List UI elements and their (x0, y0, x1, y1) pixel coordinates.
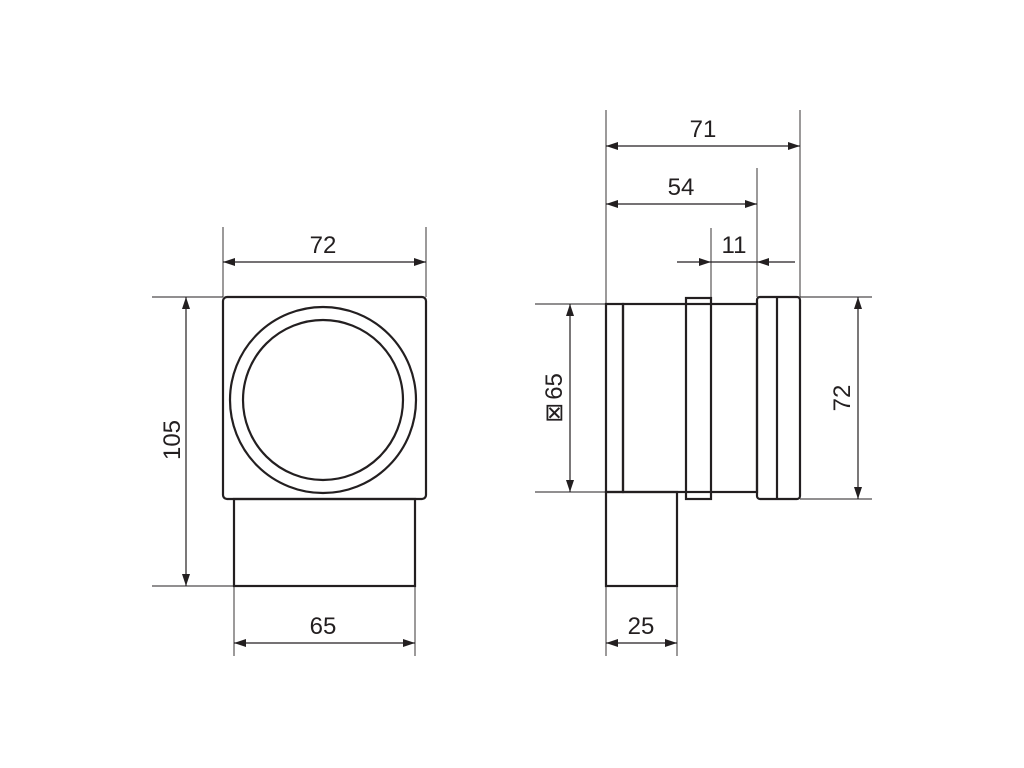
side-view: 71 54 11 ⊠ 65 72 25 (535, 110, 872, 656)
dim-label-depth-54: 54 (668, 174, 695, 201)
dim-label-height-right: 72 (829, 385, 856, 412)
front-view: 72 105 65 (152, 227, 428, 656)
dim-label-width-bottom: 65 (310, 613, 337, 640)
dim-label-width-top: 72 (310, 232, 337, 259)
side-base-plate (604, 302, 625, 494)
dim-label-height: 105 (159, 420, 186, 460)
dim-label-stem: 25 (628, 613, 655, 640)
dim-label-square: ⊠ 65 (541, 373, 568, 423)
dim-label-total-depth: 71 (690, 116, 717, 143)
side-ring-1 (684, 296, 713, 501)
front-square-body (221, 295, 428, 501)
front-outer-ring (228, 305, 418, 495)
front-inner-ring (241, 318, 405, 482)
dim-label-gap-11: 11 (722, 232, 747, 259)
side-body (621, 302, 759, 494)
dim-label-square-value: 65 (541, 373, 568, 400)
side-stem (604, 490, 679, 588)
side-ring-2 (755, 295, 802, 501)
square-symbol-icon: ⊠ (541, 403, 568, 423)
front-stem (232, 497, 417, 588)
